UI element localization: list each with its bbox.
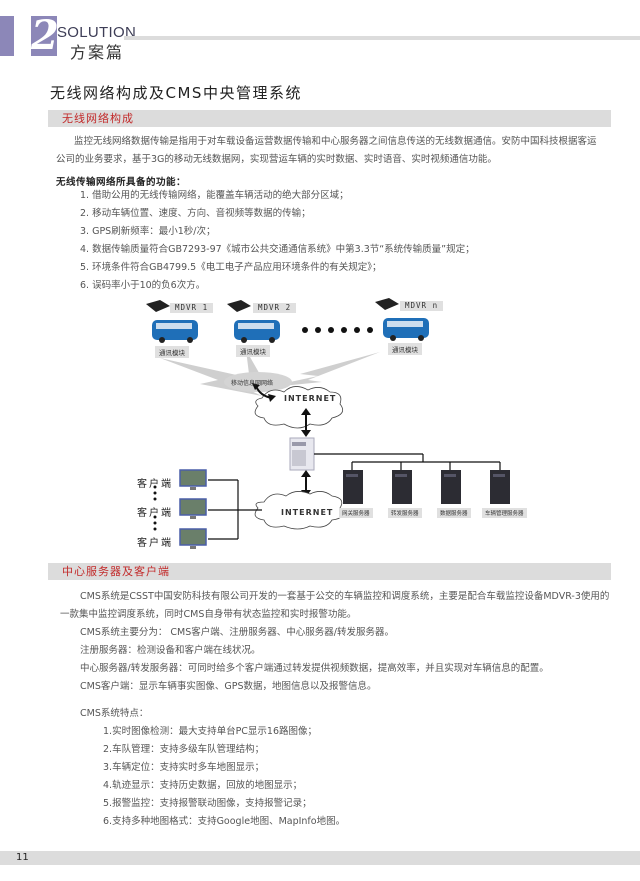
section-heading-central: 中心服务器及客户端 [62, 565, 170, 578]
mdvr-device-icon [375, 298, 399, 310]
server-label: 车辆管理服务器 [482, 508, 527, 518]
feature-item: 5. 环境条件符合GB4799.5《电工电子产品应用环境条件的有关规定》； [80, 262, 382, 273]
client-label: 客户端 [137, 508, 173, 519]
mdvr-label: MDVR 2 [253, 303, 297, 313]
mobile-network-label: 移动信息网网络 [231, 380, 274, 387]
cms-line-2: 一款集中监控调度系统，同时CMS自身带有状态监控和实时报警功能。 [60, 609, 357, 620]
footer-bar [0, 851, 640, 865]
mdvr-device-icon [227, 300, 251, 312]
cms-feature-item: 1.实时图像检测：最大支持单台PC显示16路图像； [103, 726, 318, 737]
features-list: 1. 借助公用的无线传输网络，能覆盖车辆活动的绝大部分区域； 2. 移动车辆位置… [80, 187, 475, 295]
comm-module-label: 通讯模块 [388, 343, 422, 355]
bus-icon [152, 320, 198, 343]
side-accent-block [0, 16, 14, 56]
section-bar-wireless: 无线网络构成 [48, 110, 611, 127]
page-title: 无线网络构成及CMS中央管理系统 [50, 84, 302, 102]
mdvr-label: MDVR n [400, 301, 444, 311]
header-rule [124, 36, 640, 40]
chapter-number-logo: 2 [31, 16, 57, 56]
intro-line-1: 监控无线网络数据传输是指用于对车载设备运营数据传输和中心服务器之间信息传送的无线… [74, 136, 597, 147]
feature-item: 2. 移动车辆位置、速度、方向、音视频等数据的传输； [80, 208, 311, 219]
internet-cloud-top [254, 386, 344, 429]
intro-paragraph: 监控无线网络数据传输是指用于对车载设备运营数据传输和中心服务器之间信息传送的无线… [56, 133, 616, 169]
cms-feature-item: 2.车队管理：支持多级车队管理结构； [103, 744, 265, 755]
cms-feature-item: 5.报警监控：支持报警联动图像，支持报警记录； [103, 798, 312, 809]
cms-line-1: CMS系统是CSST中国安防科技有限公司开发的一套基于公交的车辆监控和调度系统，… [80, 591, 610, 602]
feature-item: 3. GPS刷新频率：最小1秒/次； [80, 226, 216, 237]
server-label: 网关服务器 [339, 508, 373, 518]
server-tower-icon [343, 470, 363, 504]
features-heading: 无线传输网络所具备的功能： [56, 177, 187, 188]
internet-label-top: INTERNET [284, 394, 337, 403]
cms-line: CMS客户端：显示车辆事实图像、GPS数据，地图信息以及报警信息。 [80, 681, 377, 692]
logo-chapter-title: 方案篇 [70, 43, 125, 62]
feature-item: 4. 数据传输质量符合GB7293-97《城市公共交通通信系统》中第3.3节“系… [80, 244, 475, 255]
intro-line-2: 公司的业务要求，基于3G的移动无线数据网，实现营运车辆的实时数据、实时语音、实时… [56, 154, 497, 165]
internet-label-bottom: INTERNET [281, 508, 334, 517]
bus-icon [383, 318, 429, 341]
bus-icon [234, 320, 280, 343]
page-number: 11 [16, 852, 29, 863]
mdvr-device-icon [146, 300, 170, 312]
internet-cloud-bottom [254, 491, 344, 530]
mobile-network-cloud [224, 372, 292, 392]
section-heading-wireless: 无线网络构成 [62, 112, 134, 125]
cms-feature-item: 3.车辆定位：支持实时多车地图显示； [103, 762, 265, 773]
client-ellipsis-dots [153, 485, 157, 531]
logo-solution-text: SOLUTION [57, 24, 137, 41]
client-label: 客户端 [137, 538, 173, 549]
server-tower-icon [490, 470, 510, 504]
client-monitor-icon [179, 469, 207, 490]
cms-features-heading: CMS系统特点： [80, 708, 149, 719]
wireless-signal-3 [262, 352, 380, 388]
comm-module-label: 通讯模块 [155, 346, 189, 358]
server-label: 数据服务器 [437, 508, 471, 518]
cms-paragraph: CMS系统是CSST中国安防科技有限公司开发的一套基于公交的车辆监控和调度系统，… [60, 588, 620, 696]
client-monitor-icon [179, 528, 207, 549]
mdvr-label: MDVR 1 [170, 303, 214, 313]
server-tower-icon [441, 470, 461, 504]
feature-item: 1. 借助公用的无线传输网络，能覆盖车辆活动的绝大部分区域； [80, 190, 349, 201]
cms-feature-item: 6.支持多种地图格式：支持Google地图、MapInfo地图。 [103, 816, 346, 827]
server-label: 转发服务器 [388, 508, 422, 518]
cms-line: CMS系统主要分为： CMS客户端、注册服务器、中心服务器/转发服务器。 [80, 627, 394, 638]
vehicle-ellipsis-dots [302, 327, 373, 333]
section-bar-central: 中心服务器及客户端 [48, 563, 611, 580]
cms-line: 中心服务器/转发服务器：可同时给多个客户端通过转发提供视频数据，提高效率，并且实… [80, 663, 549, 674]
server-tower-icon [392, 470, 412, 504]
comm-module-label: 通讯模块 [236, 345, 270, 357]
feature-item: 6. 误码率小于10的负6次方。 [80, 280, 206, 291]
client-label: 客户端 [137, 479, 173, 490]
client-monitor-icon [179, 498, 207, 519]
cms-features-list: 1.实时图像检测：最大支持单台PC显示16路图像； 2.车队管理：支持多级车队管… [103, 723, 345, 831]
cms-line: 注册服务器：检测设备和客户端在线状况。 [80, 645, 261, 656]
network-diagram [146, 298, 510, 549]
cms-feature-item: 4.轨迹显示：支持历史数据，回放的地图显示； [103, 780, 303, 791]
